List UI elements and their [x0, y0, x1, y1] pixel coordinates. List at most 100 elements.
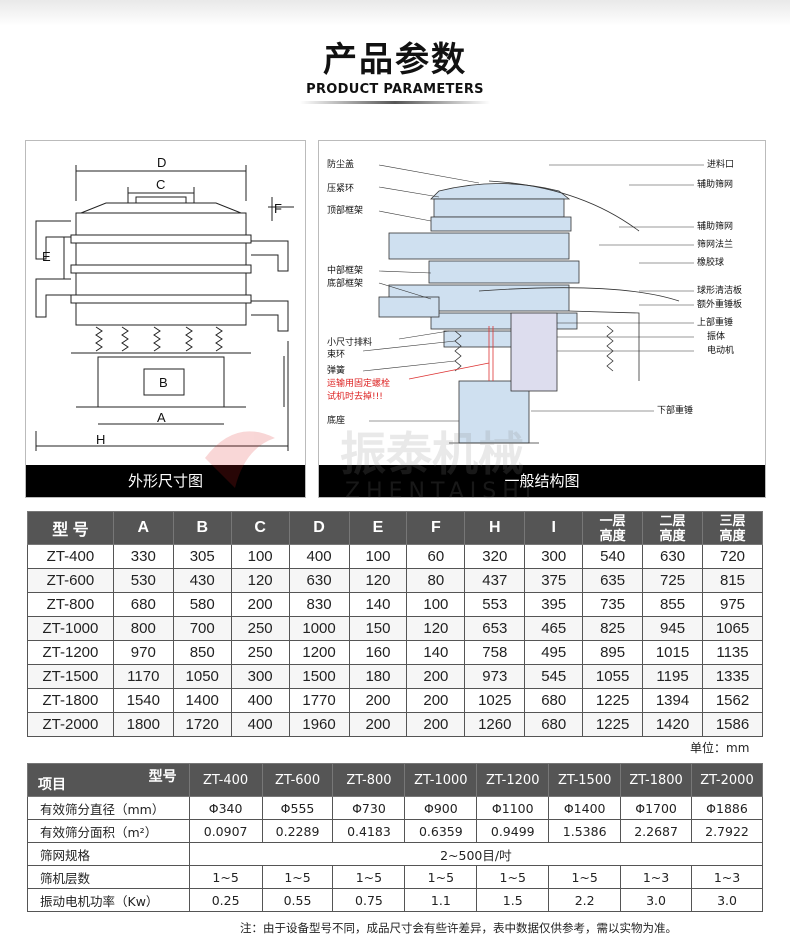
- table-cell: 305: [172, 544, 232, 569]
- table-cell: 540: [582, 544, 644, 569]
- top-shade: [0, 0, 790, 26]
- footnote: 注：由于设备型号不同，成品尺寸会有些许差异，表中数据仅供参考，需以实物为准。: [240, 921, 677, 935]
- table-cell: 1562: [702, 688, 763, 713]
- row-label: 振动电机功率（Kw）: [27, 888, 190, 912]
- table-cell: Φ1100: [476, 796, 550, 820]
- dim-f-label: F: [274, 201, 282, 216]
- table-cell: 1015: [642, 640, 703, 665]
- table-cell: 1770: [288, 688, 350, 713]
- table-cell: Φ730: [332, 796, 406, 820]
- table-cell: ZT-400: [27, 544, 114, 569]
- col-height-1: 一层 高度: [582, 511, 644, 545]
- label-motor: 电动机: [707, 344, 734, 356]
- table-cell: 1~5: [261, 865, 334, 889]
- table-cell: 830: [288, 592, 350, 617]
- table-cell: 0.4183: [332, 819, 406, 843]
- row-label: 筛机层数: [27, 865, 190, 889]
- table-cell: 250: [230, 616, 290, 641]
- table-cell: 0.25: [188, 888, 263, 912]
- table-cell: 1~5: [332, 865, 406, 889]
- table-cell: 200: [406, 688, 466, 713]
- table-cell: Φ555: [261, 796, 334, 820]
- label-spring: 弹簧: [327, 364, 345, 376]
- label-top-frame: 顶部框架: [327, 204, 363, 216]
- table-cell: Φ1700: [620, 796, 693, 820]
- row-label: 有效筛分直径（mm）: [27, 796, 190, 820]
- outline-dimension-figure: D C F E B A H 外形尺寸图: [25, 140, 306, 498]
- table-cell: 815: [702, 568, 763, 593]
- table-cell: Φ1886: [691, 796, 763, 820]
- model-col: ZT-1500: [548, 763, 622, 797]
- table-cell: 0.9499: [476, 819, 550, 843]
- corner-model-label: 型号: [148, 769, 177, 785]
- table-cell: 200: [230, 592, 290, 617]
- table-cell: 1.5386: [548, 819, 622, 843]
- model-col: ZT-600: [261, 763, 334, 797]
- table-cell: 970: [112, 640, 174, 665]
- table-cell: 1225: [582, 712, 644, 737]
- table-cell: 825: [582, 616, 644, 641]
- corner-item-label: 项目: [38, 777, 66, 793]
- table-cell: 100: [348, 544, 408, 569]
- table-cell: 430: [172, 568, 232, 593]
- table-cell: 3.0: [620, 888, 693, 912]
- table-cell: 150: [348, 616, 408, 641]
- table-cell: 680: [112, 592, 174, 617]
- dim-h-label: H: [96, 432, 105, 447]
- structure-figure-caption: 一般结构图: [319, 465, 765, 497]
- table-cell: 850: [172, 640, 232, 665]
- col-model: 型 号: [27, 511, 114, 545]
- table-cell: 0.0907: [188, 819, 263, 843]
- heading-underline: [300, 101, 490, 104]
- unit-label: 单位：mm: [690, 741, 750, 755]
- col-a: A: [112, 511, 174, 545]
- table-cell: 1~3: [691, 865, 763, 889]
- table-cell: 973: [464, 664, 526, 689]
- table-cell: Φ340: [188, 796, 263, 820]
- table-cell: ZT-1000: [27, 616, 114, 641]
- table-cell: 553: [464, 592, 526, 617]
- table-cell: 1720: [172, 712, 232, 737]
- label-clamp-ring: 压紧环: [327, 183, 354, 194]
- table-cell: 1135: [702, 640, 763, 665]
- table-cell: 320: [464, 544, 526, 569]
- table-cell: 200: [406, 712, 466, 737]
- label-band-ring: 束环: [327, 349, 345, 360]
- col-f: F: [406, 511, 466, 545]
- outline-figure-caption: 外形尺寸图: [26, 465, 305, 497]
- table-cell: 1225: [582, 688, 644, 713]
- dim-a-label: A: [157, 410, 166, 425]
- table-cell: 630: [288, 568, 350, 593]
- label-screen-flange: 筛网法兰: [697, 238, 733, 250]
- col-h: H: [464, 511, 526, 545]
- table-cell: 0.2289: [261, 819, 334, 843]
- corner-cell: 型号 项目: [27, 763, 190, 797]
- table-cell: 1~5: [188, 865, 263, 889]
- table-cell: 1400: [172, 688, 232, 713]
- label-base: 底座: [327, 414, 345, 426]
- table-cell: 945: [642, 616, 703, 641]
- table-cell: 1~5: [476, 865, 550, 889]
- table-cell: 100: [230, 544, 290, 569]
- table-cell: 1420: [642, 712, 703, 737]
- table-cell: 895: [582, 640, 644, 665]
- structure-drawing: 防尘盖 压紧环 顶部框架 中部框架 底部框架 小尺寸排料 束环 弹簧 运输用固定…: [327, 158, 742, 444]
- table-cell: 465: [524, 616, 584, 641]
- table-cell: ZT-800: [27, 592, 114, 617]
- table-cell: 1065: [702, 616, 763, 641]
- table-cell: 80: [406, 568, 466, 593]
- parameter-table-header: 型号 项目 ZT-400 ZT-600 ZT-800 ZT-1000 ZT-12…: [27, 763, 763, 797]
- model-col: ZT-1200: [476, 763, 550, 797]
- table-cell: 1~5: [404, 865, 478, 889]
- outline-drawing: D C F E B A H: [35, 155, 294, 451]
- table-cell: ZT-1200: [27, 640, 114, 665]
- table-cell: ZT-1800: [27, 688, 114, 713]
- label-rubber-ball: 橡胶球: [697, 256, 724, 268]
- model-col: ZT-1800: [620, 763, 693, 797]
- dim-e-label: E: [42, 249, 51, 264]
- table-cell: 0.75: [332, 888, 406, 912]
- model-col: ZT-400: [188, 763, 263, 797]
- dim-b-label: B: [159, 375, 168, 390]
- table-cell: Φ1400: [548, 796, 622, 820]
